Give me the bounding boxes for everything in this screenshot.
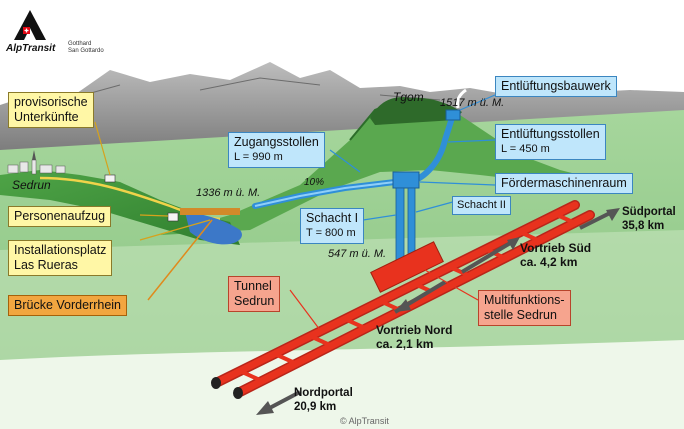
arrow-suedportal bbox=[579, 208, 620, 230]
logo-brand: AlpTransit bbox=[6, 43, 56, 54]
valley-slope bbox=[0, 170, 240, 245]
zugangsstollen-highlight bbox=[254, 181, 396, 207]
main-tunnel bbox=[211, 200, 595, 399]
logo-line2: San Gottardo bbox=[68, 48, 104, 54]
arrow-vortrieb-sued bbox=[460, 237, 520, 274]
label-provisorisch-line1: provisorische bbox=[14, 95, 88, 109]
foreground-white bbox=[0, 340, 684, 429]
label-entl-stollen-title: Entlüftungsstollen bbox=[501, 127, 600, 141]
slope-10-percent: 10% bbox=[304, 177, 325, 188]
elevation-1517: 1517 m ü. M. bbox=[440, 97, 505, 109]
suedportal-label: Südportal bbox=[622, 206, 676, 218]
label-bruecke-vorderrhein: Brücke Vorderrhein bbox=[8, 295, 128, 316]
building-personenaufzug bbox=[167, 212, 179, 222]
label-tunnel-sedrun: Tunnel Sedrun bbox=[228, 276, 281, 312]
elevation-1336: 1336 m ü. M. bbox=[196, 187, 261, 199]
schacht-1-shaft bbox=[395, 187, 405, 261]
leader-lines-red bbox=[289, 269, 479, 331]
leader-lines-yellow bbox=[94, 121, 211, 241]
label-installationsplatz: Installationsplatz Las Rueras bbox=[8, 240, 113, 276]
label-multi-line1: Multifunktions- bbox=[484, 293, 565, 307]
nordportal-distance: 20,9 km bbox=[294, 401, 337, 413]
nordportal-label: Nordportal bbox=[294, 387, 353, 399]
label-entlueftungsbauwerk: Entlüftungsbauwerk bbox=[495, 76, 617, 97]
label-provisorische-unterkuenfte: provisorische Unterkünfte bbox=[8, 92, 94, 128]
label-zugang-length: L = 990 m bbox=[234, 151, 283, 163]
copyright-notice: © AlpTransit bbox=[340, 416, 389, 426]
label-schacht1-title: Schacht I bbox=[306, 211, 359, 225]
vortrieb-sued-distance: ca. 4,2 km bbox=[520, 255, 578, 269]
label-schacht1-depth: T = 800 m bbox=[306, 227, 356, 239]
label-installation-line1: Installationsplatz bbox=[14, 243, 107, 257]
label-schacht-2: Schacht II bbox=[452, 196, 511, 215]
place-sedrun: Sedrun bbox=[12, 178, 51, 192]
leader-line-orange bbox=[147, 219, 213, 301]
arrow-vortrieb-nord bbox=[393, 280, 447, 314]
schacht-2-shaft bbox=[407, 187, 416, 257]
label-tunnel-line1: Tunnel bbox=[234, 279, 272, 293]
vortrieb-sued-label: Vortrieb Süd bbox=[520, 241, 592, 255]
label-zugang-title: Zugangsstollen bbox=[234, 135, 319, 149]
exhaust-arrow bbox=[456, 88, 467, 109]
elevation-547: 547 m ü. M. bbox=[328, 248, 387, 260]
label-installation-line2: Las Rueras bbox=[14, 258, 78, 272]
label-zugangsstollen: Zugangsstollen L = 990 m bbox=[228, 132, 325, 168]
foerdermaschinenraum-structure bbox=[392, 171, 420, 189]
suedportal-distance: 35,8 km bbox=[622, 220, 665, 232]
bridge bbox=[180, 208, 240, 215]
vortrieb-nord-label: Vortrieb Nord bbox=[376, 323, 453, 337]
label-schacht-1: Schacht I T = 800 m bbox=[300, 208, 365, 244]
label-tunnel-line2: Sedrun bbox=[234, 294, 275, 308]
alptransit-logo bbox=[14, 10, 46, 40]
logo-line1: Gotthard bbox=[68, 41, 92, 47]
vortrieb-nord-distance: ca. 2,1 km bbox=[376, 337, 434, 351]
label-multifunktionsstelle: Multifunktions- stelle Sedrun bbox=[478, 290, 571, 326]
label-multi-line2: stelle Sedrun bbox=[484, 308, 557, 322]
label-entl-stollen-length: L = 450 m bbox=[501, 143, 550, 155]
arrow-nordportal bbox=[256, 390, 301, 415]
place-tgom: Tgom bbox=[393, 90, 424, 104]
label-foerdermaschinenraum: Fördermaschinenraum bbox=[495, 173, 633, 194]
label-personenaufzug: Personenaufzug bbox=[8, 206, 112, 227]
label-entlueftungsstollen: Entlüftungsstollen L = 450 m bbox=[495, 124, 606, 160]
forest bbox=[370, 97, 462, 125]
label-provisorisch-line2: Unterkünfte bbox=[14, 110, 79, 124]
entlueftungsbauwerk-structure bbox=[445, 109, 461, 121]
village-sedrun bbox=[7, 150, 66, 175]
building-unterkuenfte bbox=[104, 174, 116, 183]
